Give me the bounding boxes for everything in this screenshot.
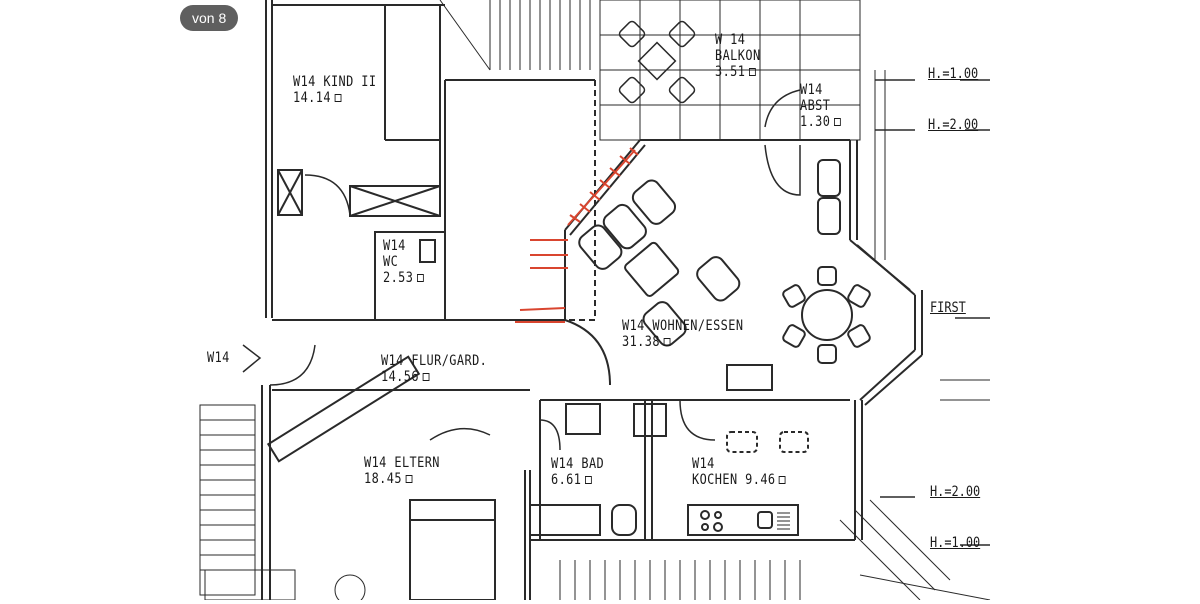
room-area: 9.46 xyxy=(745,472,776,488)
room-area: 2.53 xyxy=(383,270,414,286)
room-label-balkon: W 14 BALKON 3.51 xyxy=(715,32,761,80)
page-indicator-text: von 8 xyxy=(192,10,227,26)
room-name: W14 BAD xyxy=(551,456,605,472)
room-label-kochen: W14 KOCHEN 9.46 xyxy=(692,456,786,488)
room-label-abst: W14 ABST 1.30 xyxy=(800,82,841,130)
room-name-line2: KOCHEN xyxy=(692,472,738,488)
room-name-line1: W14 xyxy=(383,238,406,254)
room-area: 14.56 xyxy=(381,369,419,385)
room-name: W14 ELTERN xyxy=(364,455,440,471)
entrance-label: W14 xyxy=(207,350,230,366)
square-meter-icon xyxy=(833,118,841,126)
room-label-kind2: W14 KIND II 14.14 xyxy=(293,74,376,106)
room-area: 6.61 xyxy=(551,472,582,488)
square-meter-icon xyxy=(405,475,413,483)
room-name-line2: ABST xyxy=(800,98,831,114)
room-label-bad: W14 BAD 6.61 xyxy=(551,456,604,488)
room-area: 31.38 xyxy=(622,334,660,350)
room-area: 14.14 xyxy=(293,90,331,106)
square-meter-icon xyxy=(663,338,671,346)
room-area: 18.45 xyxy=(364,471,402,487)
room-label-eltern: W14 ELTERN 18.45 xyxy=(364,455,440,487)
page-indicator-badge: von 8 xyxy=(180,5,239,31)
height-mark-first: FIRST xyxy=(930,300,966,316)
room-name: W14 FLUR/GARD. xyxy=(381,353,488,369)
height-mark-bottom-2: H.=1.00 xyxy=(930,535,981,551)
height-mark-bottom-1: H.=2.00 xyxy=(930,484,981,500)
square-meter-icon xyxy=(334,94,342,102)
height-mark-top-1: H.=1.00 xyxy=(928,66,979,82)
room-area: 1.30 xyxy=(800,114,831,130)
square-meter-icon xyxy=(778,476,786,484)
room-label-flur: W14 FLUR/GARD. 14.56 xyxy=(381,353,487,385)
height-mark-top-2: H.=2.00 xyxy=(928,117,979,133)
square-meter-icon xyxy=(416,274,424,282)
room-name: W14 KIND II xyxy=(293,74,377,90)
room-name-line1: W 14 xyxy=(715,32,746,48)
room-name-line1: W14 xyxy=(800,82,823,98)
room-name-line1: W14 xyxy=(692,456,715,472)
room-label-wohnen: W14 WOHNEN/ESSEN 31.38 xyxy=(622,318,743,350)
square-meter-icon xyxy=(748,68,756,76)
square-meter-icon xyxy=(584,476,592,484)
room-label-wc: W14 WC 2.53 xyxy=(383,238,424,286)
room-name-line2: WC xyxy=(383,254,399,270)
room-area: 3.51 xyxy=(715,64,746,80)
red-markup xyxy=(515,147,639,323)
entrance-label-text: W14 xyxy=(207,350,230,366)
room-name-line2: BALKON xyxy=(715,48,761,64)
room-name: W14 WOHNEN/ESSEN xyxy=(622,318,744,334)
square-meter-icon xyxy=(422,373,430,381)
